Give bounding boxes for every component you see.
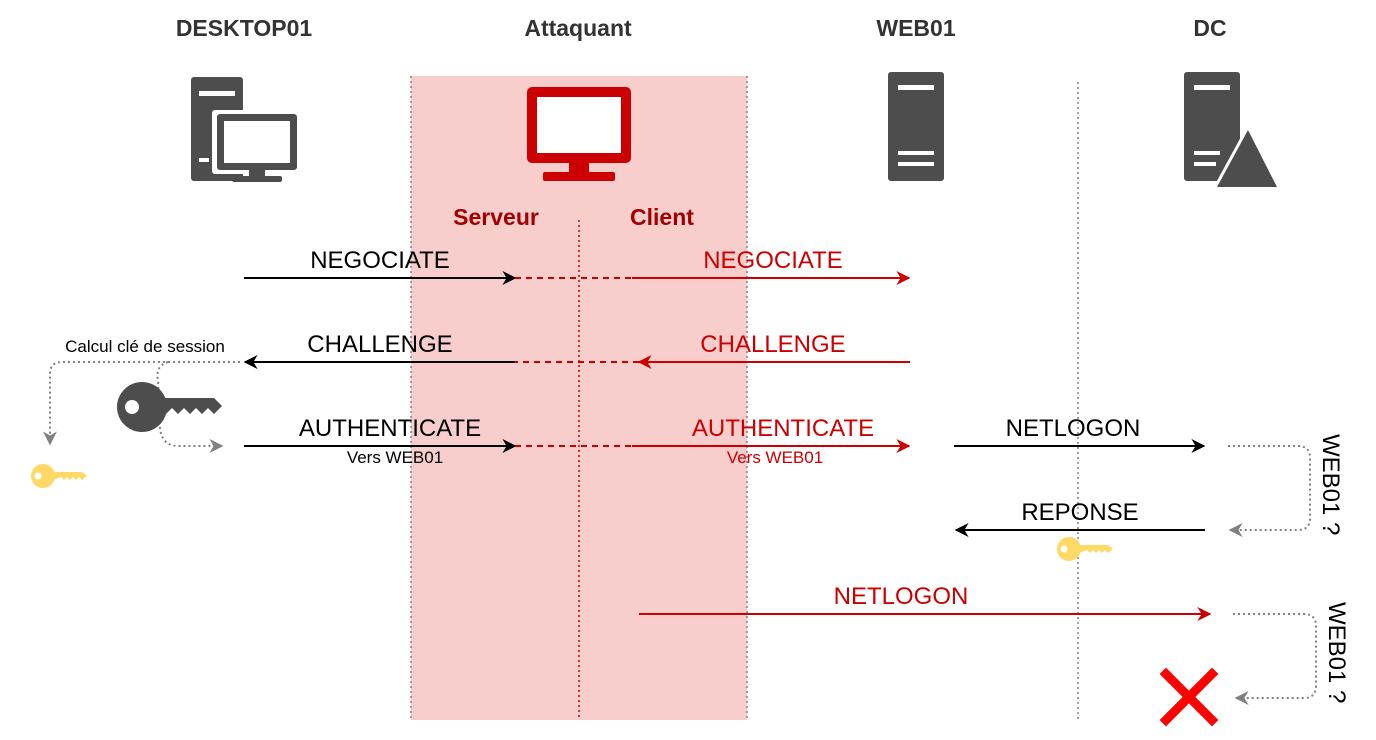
netlogon-attacker-label: NETLOGON bbox=[834, 583, 969, 610]
actor-dc-label: DC bbox=[1193, 15, 1226, 41]
derived-key-icon bbox=[31, 464, 87, 488]
desktop-server-icon bbox=[191, 77, 302, 182]
challenge-right-label: CHALLENGE bbox=[700, 331, 845, 358]
server-icon bbox=[888, 72, 944, 181]
session-key-connector-right bbox=[156, 361, 224, 453]
negociate-left-label: NEGOCIATE bbox=[310, 247, 450, 274]
actor-web-label: WEB01 bbox=[876, 15, 955, 41]
session-key-label: Calcul clé de session bbox=[65, 337, 225, 356]
authenticate-right-sublabel: Vers WEB01 bbox=[727, 448, 823, 467]
response-key-icon bbox=[1057, 537, 1113, 561]
web01-check-2-connector bbox=[1233, 613, 1317, 705]
authenticate-left-sublabel: Vers WEB01 bbox=[347, 448, 443, 467]
domain-controller-icon bbox=[1184, 72, 1282, 190]
authenticate-left-label: AUTHENTICATE bbox=[299, 415, 481, 442]
authenticate-right-label: AUTHENTICATE bbox=[692, 415, 874, 442]
web01-check-2-label: WEB01 ? bbox=[1323, 602, 1350, 703]
actor-desktop-label: DESKTOP01 bbox=[176, 15, 313, 41]
netlogon-web-label: NETLOGON bbox=[1006, 415, 1141, 442]
key-icon bbox=[117, 382, 222, 432]
monitor-icon bbox=[527, 87, 631, 181]
cross-icon bbox=[1159, 667, 1219, 727]
role-server-label: Serveur bbox=[453, 204, 539, 230]
role-client-label: Client bbox=[630, 204, 694, 230]
actor-attacker-label: Attaquant bbox=[524, 15, 632, 41]
reponse-label: REPONSE bbox=[1021, 499, 1138, 526]
web01-check-1-label: WEB01 ? bbox=[1317, 434, 1344, 535]
challenge-left-label: CHALLENGE bbox=[307, 331, 452, 358]
negociate-right-label: NEGOCIATE bbox=[703, 247, 843, 274]
attacker-zone bbox=[411, 76, 747, 720]
web01-check-1-connector bbox=[1228, 445, 1311, 537]
